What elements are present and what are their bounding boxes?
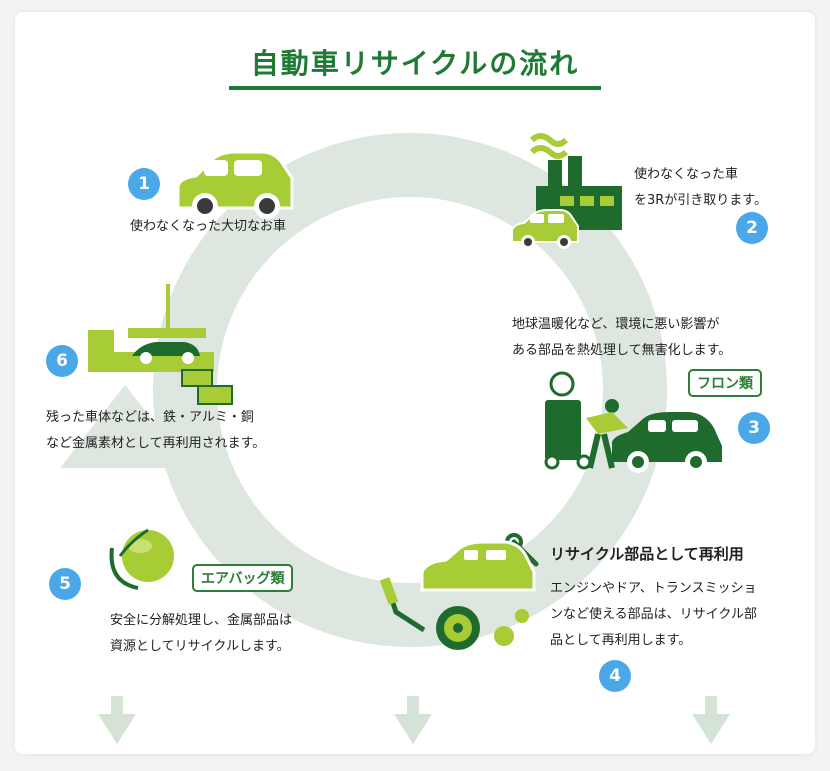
car-icon [612, 412, 722, 473]
step-4-text-line-2: ンなど使える部品は、リサイクル部 [550, 607, 757, 622]
step-4-text-line-3: 品として再利用します。 [550, 633, 692, 648]
cycle-arrowhead [60, 385, 190, 468]
step-3-badge: 3 [738, 412, 770, 444]
step-5-text-line-1: 安全に分解処理し、金属部品は [110, 613, 293, 628]
cycle-band [153, 133, 667, 647]
step-5-badge: 5 [49, 568, 81, 600]
step-3-text-line-1: 地球温暖化など、環境に悪い影響が [512, 317, 720, 332]
step-3-tag: フロン類 [688, 369, 762, 397]
page-title: 自動車リサイクルの流れ [250, 47, 580, 80]
step-2-badge: 2 [736, 212, 768, 244]
step-5-tag: エアバッグ類 [192, 564, 294, 592]
crane-icon [88, 284, 233, 405]
step-6-badge: 6 [46, 345, 78, 377]
step-4-text-line-1: エンジンやドア、トランスミッショ [550, 581, 757, 596]
parts-icon [379, 540, 536, 650]
step-4-badge: 4 [599, 660, 631, 692]
car-icon [176, 150, 294, 219]
down-arrow-icon [98, 696, 136, 744]
step-2-text-line-1: 使わなくなった車 [634, 167, 739, 182]
step-6-text-line-2: など金属素材として再利用されます。 [46, 436, 266, 451]
step-3-text-line-2: ある部品を熱処理して無害化します。 [512, 343, 732, 358]
step-4-heading: リサイクル部品として再利用 [550, 545, 744, 563]
mechanic-icon [544, 371, 628, 470]
step-1-text: 使わなくなった大切なお車 [130, 219, 287, 234]
down-arrow-icon [394, 696, 432, 744]
car-icon [511, 209, 579, 249]
step-2-text-line-2: を3Rが引き取ります。 [634, 193, 768, 208]
down-arrow-icon [692, 696, 730, 744]
title-underline [229, 86, 601, 90]
step-1-badge: 1 [128, 168, 160, 200]
airbag-icon [109, 528, 174, 590]
step-6-text-line-1: 残った車体などは、鉄・アルミ・銅 [46, 410, 254, 425]
step-5-text-line-2: 資源としてリサイクルします。 [110, 639, 290, 654]
